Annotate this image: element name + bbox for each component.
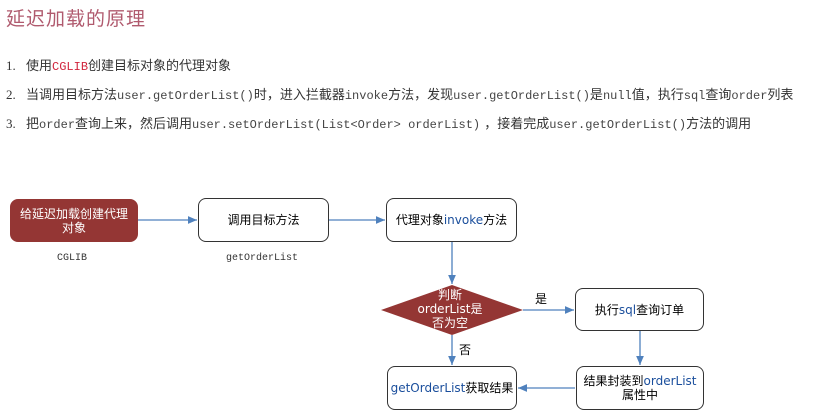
caption-get-order-list: getOrderList (226, 253, 299, 264)
page-title: 延迟加载的原理 (6, 8, 147, 30)
step-text: 把 (26, 117, 40, 132)
step-text: 是 (589, 88, 603, 103)
node-wrap-result: 结果封装到orderList 属性中 (576, 366, 704, 410)
text-pre: 结果封装到 (583, 374, 644, 388)
step-text: 列表 (767, 88, 794, 103)
edge-label-yes: 是 (535, 292, 548, 306)
step-text: 创建目标对象的代理对象 (88, 59, 232, 74)
text-en: getOrderList (390, 381, 466, 395)
step-text: order (731, 89, 768, 103)
node-create-proxy-line1: 给延迟加载创建代理 (19, 206, 128, 221)
step-item: 2.当调用目标方法user.getOrderList()时，进入拦截器invok… (6, 85, 793, 114)
decision-label: 判断 orderList是 否为空 (395, 288, 505, 330)
step-text: 使用 (26, 59, 53, 74)
step-text: user.getOrderList() (117, 89, 254, 103)
text-post: 方法 (483, 213, 508, 227)
step-number: 2. (6, 87, 16, 102)
step-text: invoke (344, 89, 389, 103)
step-text: ，接着完成 (480, 117, 550, 132)
step-item: 3. 把order查询上来，然后调用user.setOrderList(List<… (6, 114, 793, 143)
node-proxy-invoke-label: 代理对象invoke方法 (396, 213, 507, 227)
step-text: 当调用目标方法 (26, 88, 118, 103)
decision-line1: 判断 (437, 288, 462, 302)
node-call-target-label: 调用目标方法 (227, 213, 300, 227)
text-en: invoke (443, 213, 484, 227)
step-text: 时，进入拦截器 (253, 88, 345, 103)
step-text: CGLIB (52, 60, 89, 74)
step-text: 查询 (705, 88, 732, 103)
text-en: sql (618, 302, 637, 317)
step-text: null (602, 89, 632, 103)
step-text: 查询上来，然后调用 (75, 117, 193, 132)
decision-line2: orderList是 (417, 302, 483, 316)
node-get-result: getOrderList获取结果 (387, 366, 517, 410)
text-pre: 代理对象 (395, 213, 444, 227)
step-text: user.setOrderList(List<Order> orderList) (192, 118, 481, 132)
node-create-proxy: 给延迟加载创建代理 对象 (10, 199, 138, 242)
text-en: orderList (643, 374, 697, 388)
node-wrap-result-line2: 属性中 (621, 388, 658, 402)
text-post: 查询订单 (636, 302, 685, 317)
node-proxy-invoke: 代理对象invoke方法 (386, 198, 517, 242)
step-number: 1. (6, 58, 16, 73)
step-text: sql (683, 89, 706, 103)
node-exec-sql: 执行sql查询订单 (575, 288, 704, 331)
decision-diamond (381, 285, 523, 335)
step-text: user.getOrderList() (453, 89, 590, 103)
step-item: 1. 使用CGLIB创建目标对象的代理对象 (6, 56, 793, 85)
step-text: 方法，发现 (388, 88, 454, 103)
node-create-proxy-line2: 对象 (61, 220, 86, 235)
step-text: user.getOrderList() (549, 118, 687, 132)
node-call-target: 调用目标方法 (198, 198, 329, 242)
step-text: order (39, 118, 76, 132)
edge-label-no: 否 (459, 343, 472, 357)
decision-line3: 否为空 (431, 316, 468, 330)
node-exec-sql-label: 执行sql查询订单 (595, 303, 684, 317)
node-get-result-label: getOrderList获取结果 (391, 381, 514, 395)
step-text: 值，执行 (631, 88, 684, 103)
step-number: 3. (6, 116, 16, 131)
text-pre: 执行 (594, 302, 619, 317)
text-post: 获取结果 (465, 381, 514, 395)
node-wrap-result-line1: 结果封装到orderList (584, 374, 697, 388)
step-text: 方法的调用 (686, 117, 752, 132)
caption-cglib: CGLIB (57, 253, 88, 264)
